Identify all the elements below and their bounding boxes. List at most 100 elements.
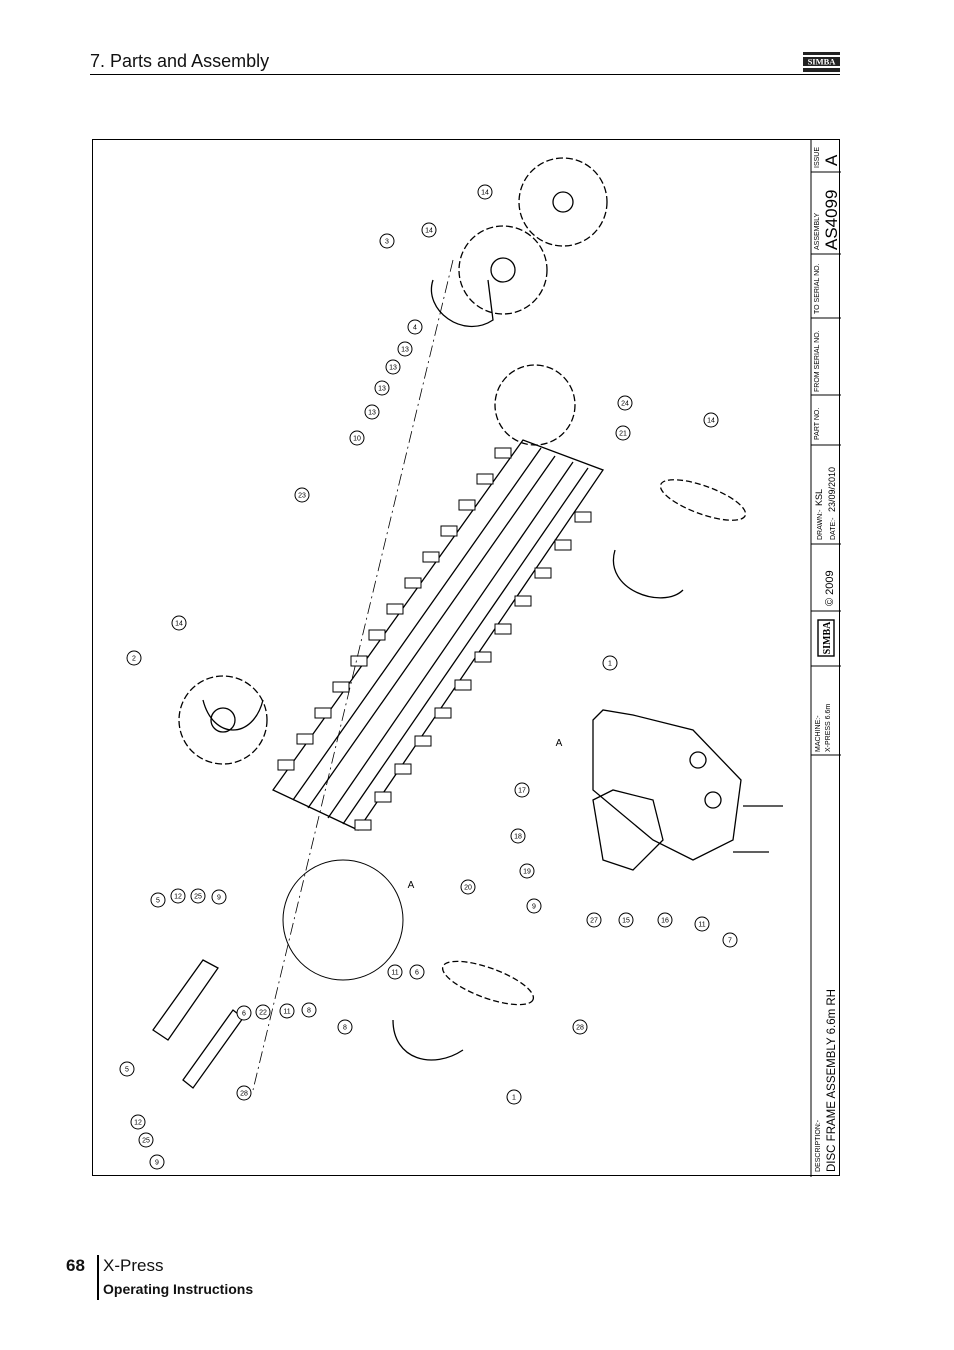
frame-beam [272, 439, 605, 831]
callout: 9 [149, 1154, 165, 1170]
svg-text:12: 12 [174, 894, 182, 901]
centre-line [252, 259, 454, 1091]
callout: 21 [615, 425, 631, 441]
callout: 6 [236, 1005, 252, 1021]
date-value: 23/09/2010 [827, 467, 837, 512]
footer-subtitle: Operating Instructions [103, 1281, 254, 1297]
description-value: DISC FRAME ASSEMBLY 6.6m RH [826, 989, 838, 1172]
callout: 7 [722, 932, 738, 948]
machine-value: X-PRESS 6.6m [825, 704, 832, 752]
title-block-logo-text: SIMBA [822, 621, 833, 655]
svg-text:23: 23 [298, 493, 306, 500]
callout: 22 [255, 1004, 271, 1020]
svg-text:21: 21 [619, 431, 627, 438]
svg-text:14: 14 [175, 621, 183, 628]
svg-text:28: 28 [576, 1025, 584, 1032]
svg-text:16: 16 [661, 918, 669, 925]
svg-text:24: 24 [621, 401, 629, 408]
svg-text:SIMBA: SIMBA [808, 57, 837, 67]
svg-text:1: 1 [608, 661, 612, 668]
svg-text:20: 20 [464, 885, 472, 892]
svg-text:7: 7 [728, 938, 732, 945]
from-serial-label: FROM SERIAL NO. [814, 330, 821, 392]
svg-text:1: 1 [512, 1095, 516, 1102]
mount-bracket [592, 709, 783, 871]
simba-logo: SIMBA [803, 52, 840, 72]
callout: 17 [514, 782, 530, 798]
callout: 24 [617, 395, 633, 411]
svg-text:8: 8 [307, 1008, 311, 1015]
callout: 3 [379, 233, 395, 249]
callout: 28 [572, 1019, 588, 1035]
disc-wheels [178, 157, 747, 1006]
callout: 9 [211, 889, 227, 905]
svg-text:11: 11 [391, 970, 398, 977]
disc-arms [202, 279, 684, 1061]
copyright: © 2009 [824, 570, 836, 606]
svg-text:27: 27 [590, 918, 598, 925]
footer-divider [97, 1255, 99, 1300]
callout: 20 [460, 879, 476, 895]
callout: 1 [506, 1089, 522, 1105]
svg-text:22: 22 [259, 1010, 267, 1017]
svg-text:4: 4 [413, 325, 417, 332]
callout: 23 [294, 487, 310, 503]
callout: 13 [364, 404, 380, 420]
svg-text:18: 18 [514, 834, 522, 841]
callout: 19 [519, 863, 535, 879]
svg-text:19: 19 [523, 869, 531, 876]
drawn-value: KSL [814, 489, 824, 506]
assembly-number: AS4099 [822, 190, 841, 251]
callout: 2 [126, 650, 142, 666]
footer-product: X-Press [103, 1256, 164, 1275]
callout: 14 [703, 412, 719, 428]
page-number: 68 [66, 1256, 85, 1275]
header-rule [90, 74, 840, 75]
callout: 12 [170, 888, 186, 904]
svg-text:12: 12 [134, 1120, 142, 1127]
svg-text:6: 6 [415, 970, 419, 977]
callout: 5 [119, 1061, 135, 1077]
issue-label: ISSUE [814, 147, 821, 168]
callout: 27 [586, 912, 602, 928]
callout: 5 [150, 892, 166, 908]
svg-text:28: 28 [240, 1091, 248, 1098]
svg-text:15: 15 [622, 918, 630, 925]
svg-text:14: 14 [481, 190, 489, 197]
callout: 12 [130, 1114, 146, 1130]
svg-text:13: 13 [378, 386, 386, 393]
svg-text:5: 5 [156, 898, 160, 905]
exploded-assembly-drawing: ISSUE A ASSEMBLY AS4099 TO SERIAL NO. FR… [119, 140, 841, 1177]
callout: 25 [138, 1132, 154, 1148]
svg-text:2: 2 [132, 656, 136, 663]
title-block-logo: SIMBA [817, 619, 835, 657]
callout: 11 [694, 916, 710, 932]
callout: 28 [236, 1085, 252, 1101]
svg-text:8: 8 [343, 1025, 347, 1032]
svg-text:10: 10 [353, 436, 361, 443]
callout: 6 [409, 964, 425, 980]
machine-label: MACHINE:- [815, 715, 822, 752]
callout: 10 [349, 430, 365, 446]
callout: 14 [477, 184, 493, 200]
callout: 11 [279, 1003, 295, 1019]
view-label-a-detail: A [408, 880, 415, 891]
part-no-label: PART NO. [814, 408, 821, 440]
callout: 13 [397, 341, 413, 357]
callout: 4 [407, 319, 423, 335]
assembly-label: ASSEMBLY [814, 212, 821, 250]
callout: 11 [387, 964, 403, 980]
svg-text:11: 11 [283, 1009, 290, 1016]
svg-text:6: 6 [242, 1011, 246, 1018]
svg-text:9: 9 [155, 1160, 159, 1167]
frame-brackets [277, 447, 592, 831]
svg-text:13: 13 [401, 347, 409, 354]
svg-text:25: 25 [142, 1138, 150, 1145]
callout: 14 [171, 615, 187, 631]
svg-text:9: 9 [532, 904, 536, 911]
drawn-label: DRAWN:- [817, 509, 824, 540]
detail-circle [282, 859, 404, 981]
linkage-arms [152, 959, 244, 1089]
svg-text:14: 14 [707, 418, 715, 425]
date-label: DATE:- [830, 517, 837, 540]
